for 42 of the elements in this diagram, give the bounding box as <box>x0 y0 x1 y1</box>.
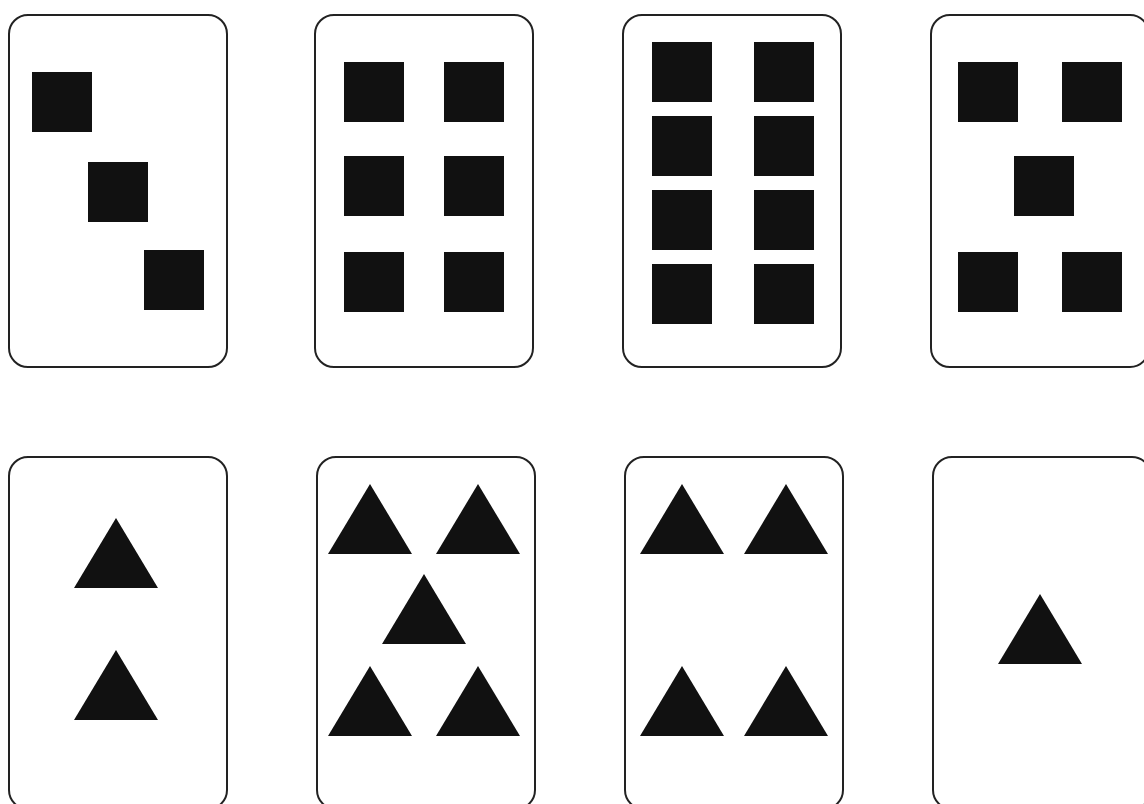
card <box>8 456 228 804</box>
card <box>932 456 1144 804</box>
triangle-mark <box>381 573 465 643</box>
card <box>8 14 228 368</box>
square-mark <box>343 155 403 215</box>
square-mark <box>31 71 91 131</box>
triangle-mark <box>73 517 157 587</box>
triangle-mark <box>435 483 519 553</box>
card <box>622 14 842 368</box>
card <box>930 14 1144 368</box>
square-mark <box>443 61 503 121</box>
square-mark <box>143 249 203 309</box>
triangle-mark <box>435 665 519 735</box>
square-mark <box>1013 155 1073 215</box>
card <box>624 456 844 804</box>
square-mark <box>753 263 813 323</box>
square-mark <box>957 61 1017 121</box>
triangle-mark <box>73 649 157 719</box>
square-mark <box>1061 61 1121 121</box>
square-mark <box>343 61 403 121</box>
triangle-mark <box>327 483 411 553</box>
triangle-mark <box>327 665 411 735</box>
square-mark <box>651 189 711 249</box>
triangle-mark <box>639 665 723 735</box>
card <box>316 456 536 804</box>
triangle-mark <box>743 665 827 735</box>
square-mark <box>753 115 813 175</box>
square-mark <box>443 155 503 215</box>
square-mark <box>753 189 813 249</box>
square-mark <box>651 41 711 101</box>
square-mark <box>343 251 403 311</box>
square-mark <box>957 251 1017 311</box>
square-mark <box>87 161 147 221</box>
square-mark <box>651 263 711 323</box>
square-mark <box>1061 251 1121 311</box>
square-mark <box>753 41 813 101</box>
triangle-mark <box>743 483 827 553</box>
triangle-mark <box>997 593 1081 663</box>
square-mark <box>443 251 503 311</box>
square-mark <box>651 115 711 175</box>
card <box>314 14 534 368</box>
triangle-mark <box>639 483 723 553</box>
